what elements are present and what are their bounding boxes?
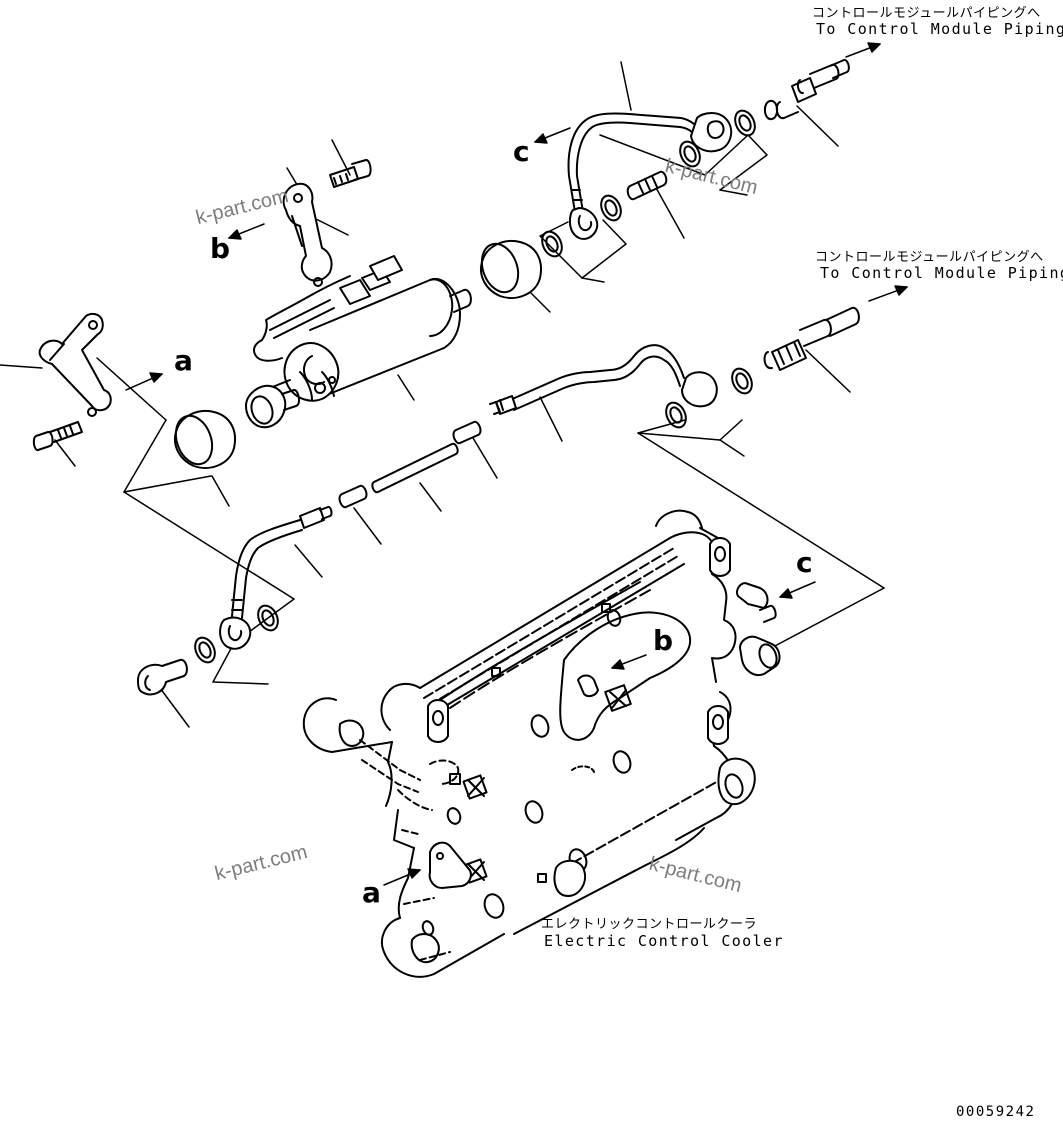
- bolt-top: [330, 160, 371, 187]
- plug: [138, 660, 187, 695]
- electric-control-cooler-label-jp: エレクトリックコントロールクーラ: [541, 917, 758, 932]
- control-module-piping-label-en-middle: To Control Module Piping: [820, 264, 1063, 282]
- view-letter-a-bottom: a: [362, 876, 381, 909]
- bracket-top: [284, 184, 332, 286]
- fan-motor: [246, 256, 471, 427]
- spacer-ring-top: [475, 239, 541, 298]
- pipe-middle: [490, 345, 717, 414]
- union-nipple-top: [628, 172, 667, 199]
- view-letter-a-left: a: [174, 344, 193, 377]
- washers: [191, 107, 758, 665]
- control-module-piping-label-jp-middle: コントロールモジュールパイピングへ: [815, 250, 1044, 265]
- sleeves-and-rod: [339, 422, 480, 507]
- view-letter-c-top: c: [513, 135, 530, 168]
- drawing-number: 00059242: [956, 1104, 1036, 1120]
- electric-control-cooler-label-en: Electric Control Cooler: [544, 932, 784, 950]
- cooler-body: [304, 511, 780, 977]
- connector-fitting-top: [765, 60, 849, 119]
- spacer-ring-left: [169, 411, 235, 470]
- view-letter-b-left: b: [210, 232, 231, 265]
- bolt-left: [34, 422, 82, 450]
- pipe-lower-left: [220, 507, 331, 649]
- view-letter-b-cooler: b: [653, 624, 674, 657]
- pipe-top: [569, 113, 732, 239]
- view-letter-c-right: c: [796, 546, 813, 579]
- direction-arrows: [126, 43, 907, 885]
- leader-lines: [0, 62, 884, 727]
- bracket-left: [40, 314, 111, 416]
- connector-fitting-middle: [765, 308, 859, 370]
- control-module-piping-label-en-top: To Control Module Piping: [816, 20, 1063, 38]
- control-module-piping-label-jp-top: コントロールモジュールパイピングへ: [812, 6, 1041, 21]
